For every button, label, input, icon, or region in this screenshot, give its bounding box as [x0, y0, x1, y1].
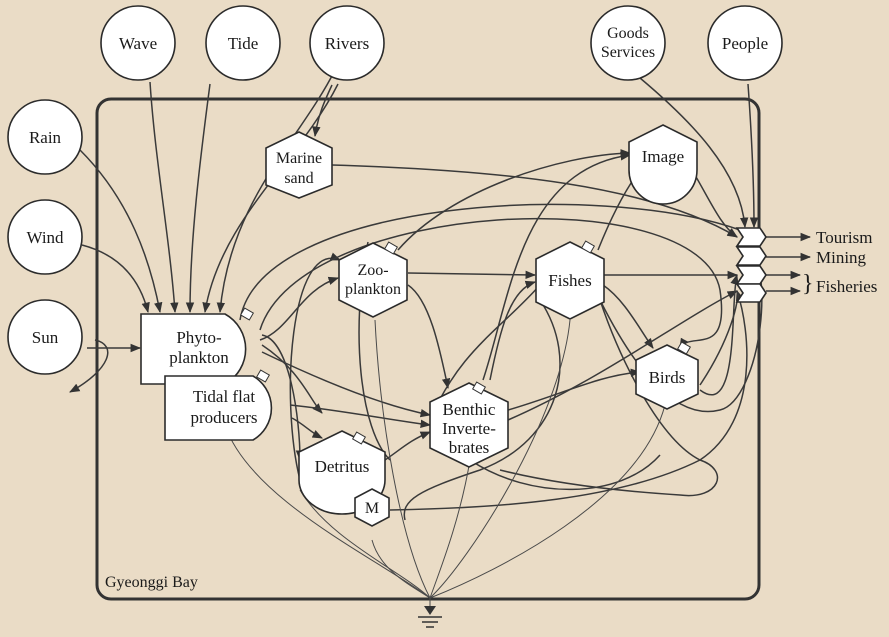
storage-marine-sand: Marine sand	[265, 131, 333, 199]
system-label: Gyeonggi Bay	[105, 574, 198, 591]
output-tourism: Tourism	[816, 228, 872, 247]
system-boundary	[95, 97, 761, 601]
source-goods-services: Goods Services	[590, 5, 666, 81]
benthic-label-3: brates	[449, 438, 490, 457]
source-people-label: People	[722, 34, 768, 53]
source-wave-label: Wave	[119, 34, 157, 53]
zooplankton-label-1: Zoo-	[357, 262, 388, 279]
source-sun-label: Sun	[32, 328, 59, 347]
source-goods-label: Goods	[607, 25, 649, 42]
zooplankton-label-2: plankton	[345, 281, 401, 298]
source-people: People	[707, 5, 783, 81]
birds-label: Birds	[649, 368, 686, 387]
tidal-flat-label-2: producers	[190, 408, 257, 427]
source-rivers: Rivers	[309, 5, 385, 81]
output-mining: Mining	[816, 248, 867, 267]
consumer-zooplankton: Zoo- plankton	[338, 241, 408, 318]
producer-phytoplankton: Phyto- plankton	[140, 307, 255, 385]
source-wave: Wave	[100, 5, 176, 81]
source-tide-label: Tide	[228, 34, 259, 53]
phytoplankton-label-1: Phyto-	[176, 328, 222, 347]
minerals-label: M	[365, 500, 379, 517]
minerals-node: M	[354, 488, 390, 527]
output-fisheries: Fisheries	[816, 277, 877, 296]
benthic-label-1: Benthic	[443, 400, 496, 419]
consumer-birds: Birds	[635, 341, 699, 410]
detritus-label: Detritus	[315, 457, 370, 476]
source-rivers-label: Rivers	[325, 34, 369, 53]
source-wind-label: Wind	[26, 228, 64, 247]
fisheries-brace: }	[802, 271, 814, 297]
benthic-label-2: Inverte-	[442, 419, 496, 438]
marine-sand-label-1: Marine	[276, 150, 322, 167]
producer-tidal-flat: Tidal flat producers	[164, 369, 273, 441]
fishes-label: Fishes	[548, 271, 591, 290]
source-wind: Wind	[7, 199, 83, 275]
phytoplankton-label-2: plankton	[169, 348, 229, 367]
export-connector	[735, 227, 767, 303]
source-rain-label: Rain	[29, 128, 62, 147]
source-tide: Tide	[205, 5, 281, 81]
source-services-label: Services	[601, 44, 655, 61]
tidal-flat-label-1: Tidal flat	[193, 387, 255, 406]
source-rain: Rain	[7, 99, 83, 175]
source-sun: Sun	[7, 299, 83, 375]
image-label: Image	[642, 147, 684, 166]
consumer-benthic-invertebrates: Benthic Inverte- brates	[429, 381, 509, 468]
heat-sink-icon	[418, 606, 442, 628]
consumer-fishes: Fishes	[535, 240, 605, 320]
storage-image: Image	[628, 124, 698, 205]
marine-sand-label-2: sand	[284, 170, 313, 187]
